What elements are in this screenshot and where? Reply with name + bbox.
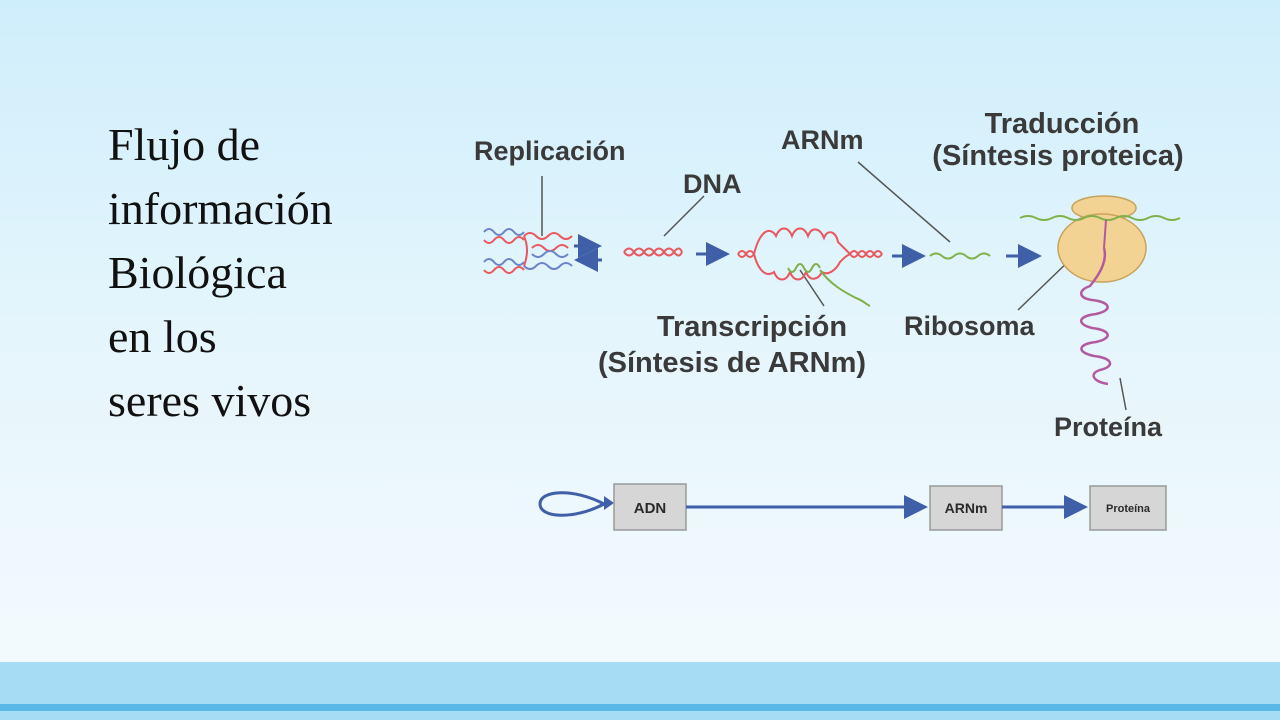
label-proteina: Proteína xyxy=(1054,412,1163,442)
footer-band xyxy=(0,662,1280,720)
slide-title-line-2: información xyxy=(108,183,333,234)
footer-line xyxy=(0,704,1280,711)
label-traduccion: Traducción xyxy=(985,108,1140,140)
label-ribosoma: Ribosoma xyxy=(904,311,1036,341)
box-proteina: Proteína xyxy=(1089,485,1167,531)
ribosome xyxy=(1019,195,1181,283)
transcription-bubble xyxy=(737,227,883,307)
slide-title-line-4: en los xyxy=(108,311,217,362)
dna-helix xyxy=(623,247,683,257)
box-arnm-label: ARNm xyxy=(945,500,988,516)
label-sintesis-proteica: (Síntesis proteica) xyxy=(932,140,1183,172)
slide-title-line-1: Flujo de xyxy=(108,119,261,170)
label-sintesis-arnm: (Síntesis de ARNm) xyxy=(598,347,866,379)
box-proteina-label: Proteína xyxy=(1106,503,1151,515)
mrna-strand xyxy=(929,252,991,260)
replication-loop xyxy=(538,491,614,517)
protein-chain xyxy=(1080,247,1112,386)
leader-dna xyxy=(663,195,705,237)
slide-title-line-3: Biológica xyxy=(108,247,287,298)
leader-arnm xyxy=(857,161,951,243)
reversible-arrows xyxy=(574,234,602,272)
slide-title-line-5: seres vivos xyxy=(108,375,312,426)
label-dna: DNA xyxy=(683,169,742,199)
box-adn: ADN xyxy=(613,483,687,531)
leader-proteina xyxy=(1119,377,1127,411)
label-transcripcion: Transcripción xyxy=(657,311,847,343)
box-arnm: ARNm xyxy=(929,485,1003,531)
label-replicacion: Replicación xyxy=(474,136,626,166)
box-adn-label: ADN xyxy=(634,500,667,517)
replicating-dna-helix xyxy=(483,228,573,274)
label-arnm: ARNm xyxy=(781,125,864,155)
